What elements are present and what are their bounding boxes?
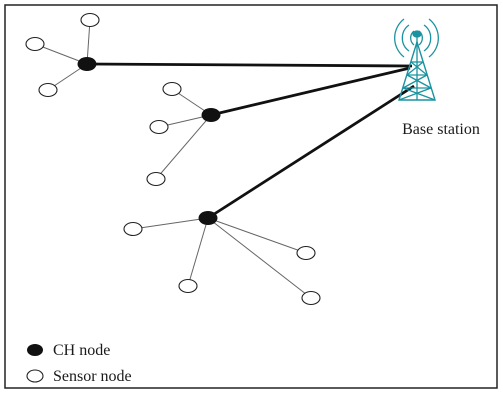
sensor-node [162, 81, 182, 97]
member-link [86, 19, 91, 65]
legend-ch-node-marker [27, 344, 43, 356]
sensor-nodes [25, 12, 321, 306]
sensor-node [178, 278, 198, 294]
backbone-link-1 [86, 62, 413, 68]
ch-nodes [77, 57, 221, 225]
backbone-links [86, 62, 415, 220]
base-station-label: Base station [402, 121, 480, 138]
member-link [155, 114, 212, 180]
diagram-frame [4, 4, 498, 389]
ch-node [77, 57, 97, 71]
legend-sensor-node-marker [26, 369, 44, 383]
sensor-node [296, 245, 316, 261]
sensor-node [146, 171, 166, 187]
member-link [207, 217, 312, 299]
ch-node [201, 108, 221, 122]
member-link [132, 217, 209, 230]
ch-node [198, 211, 218, 225]
sensor-node [25, 36, 45, 52]
sensor-node [301, 290, 321, 306]
member-links [34, 19, 312, 299]
backbone-link-3 [207, 84, 415, 220]
sensor-node [123, 221, 143, 237]
legend-sensor-node-label: Sensor node [53, 368, 132, 385]
legend-ch-node-label: CH node [53, 342, 110, 359]
legend: CH node Sensor node [26, 342, 132, 385]
member-link [34, 43, 88, 65]
sensor-node [149, 119, 169, 135]
sensor-node [38, 82, 58, 98]
member-link [187, 217, 209, 287]
sensor-node [80, 12, 100, 28]
member-link [207, 217, 307, 254]
base-station-icon [394, 18, 439, 101]
backbone-link-2 [210, 66, 411, 117]
